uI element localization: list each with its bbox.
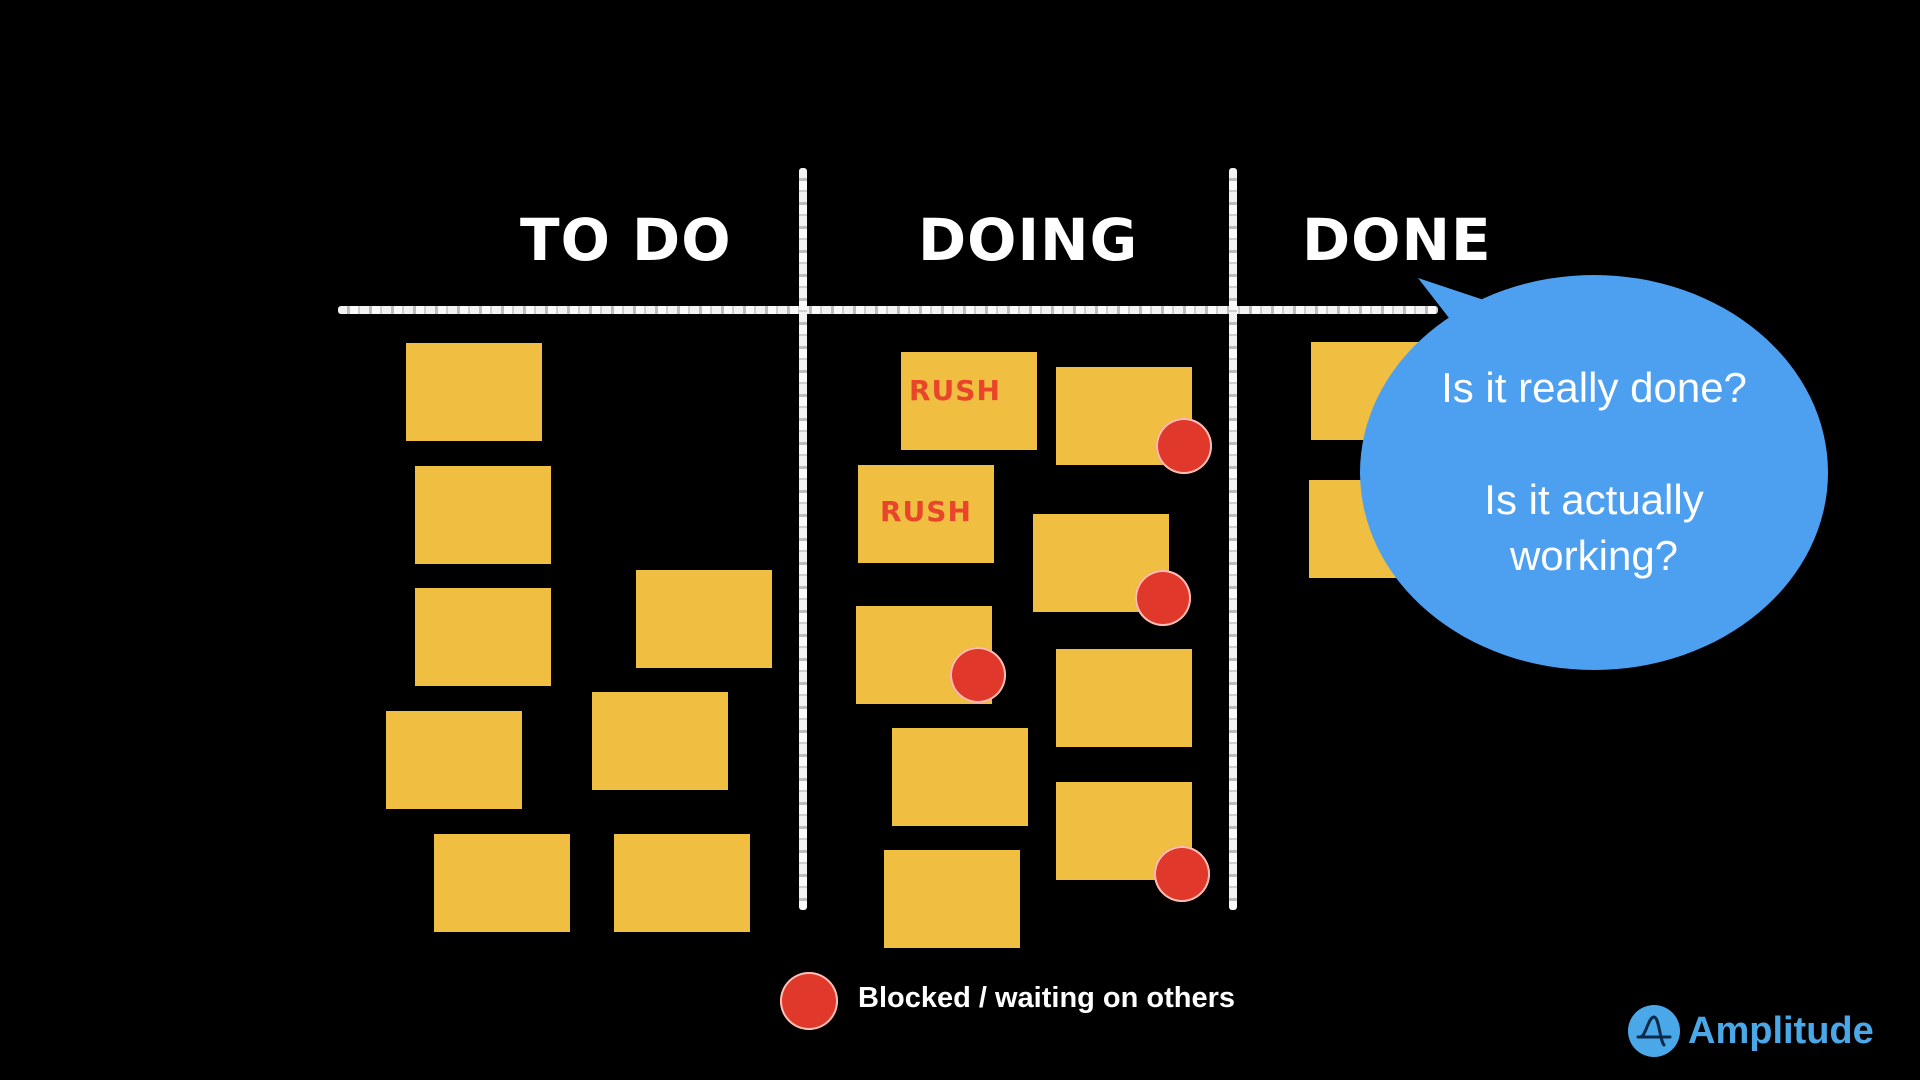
bubble-line-2: Is it actually — [1484, 476, 1704, 523]
legend-blocked-dot — [780, 972, 838, 1030]
bubble-line-3: working? — [1509, 532, 1679, 579]
sticky-note — [415, 466, 551, 564]
amplitude-logo: Amplitude — [1628, 1003, 1874, 1059]
sticky-note — [892, 728, 1028, 826]
column-header-done: DONE — [1302, 206, 1492, 274]
sticky-note — [386, 711, 522, 809]
sticky-note-rush: RUSH — [901, 352, 1037, 450]
sticky-note — [636, 570, 772, 668]
blocked-dot — [1156, 418, 1212, 474]
column-divider-doing-done — [1229, 168, 1237, 910]
sticky-note — [415, 588, 551, 686]
rush-label: RUSH — [909, 374, 1001, 407]
sticky-note-rush: RUSH — [858, 465, 994, 563]
amplitude-logo-icon — [1628, 1005, 1680, 1057]
sticky-note — [614, 834, 750, 932]
sticky-note — [434, 834, 570, 932]
blocked-dot — [1154, 846, 1210, 902]
bubble-line-1: Is it really done? — [1441, 364, 1747, 411]
blocked-dot — [1135, 570, 1191, 626]
column-header-doing: DOING — [918, 206, 1139, 274]
header-divider-line — [338, 306, 1438, 314]
sticky-note — [592, 692, 728, 790]
speech-bubble — [1360, 275, 1828, 670]
rush-label: RUSH — [880, 495, 972, 528]
column-header-todo: TO DO — [520, 206, 732, 274]
legend-label: Blocked / waiting on others — [858, 982, 1236, 1014]
amplitude-logo-text: Amplitude — [1688, 1009, 1874, 1052]
blocked-dot — [950, 647, 1006, 703]
column-divider-todo-doing — [799, 168, 807, 910]
sticky-note — [884, 850, 1020, 948]
sticky-note — [1056, 649, 1192, 747]
sticky-note — [406, 343, 542, 441]
speech-bubble-text: Is it really done? Is it actually workin… — [1360, 360, 1828, 584]
